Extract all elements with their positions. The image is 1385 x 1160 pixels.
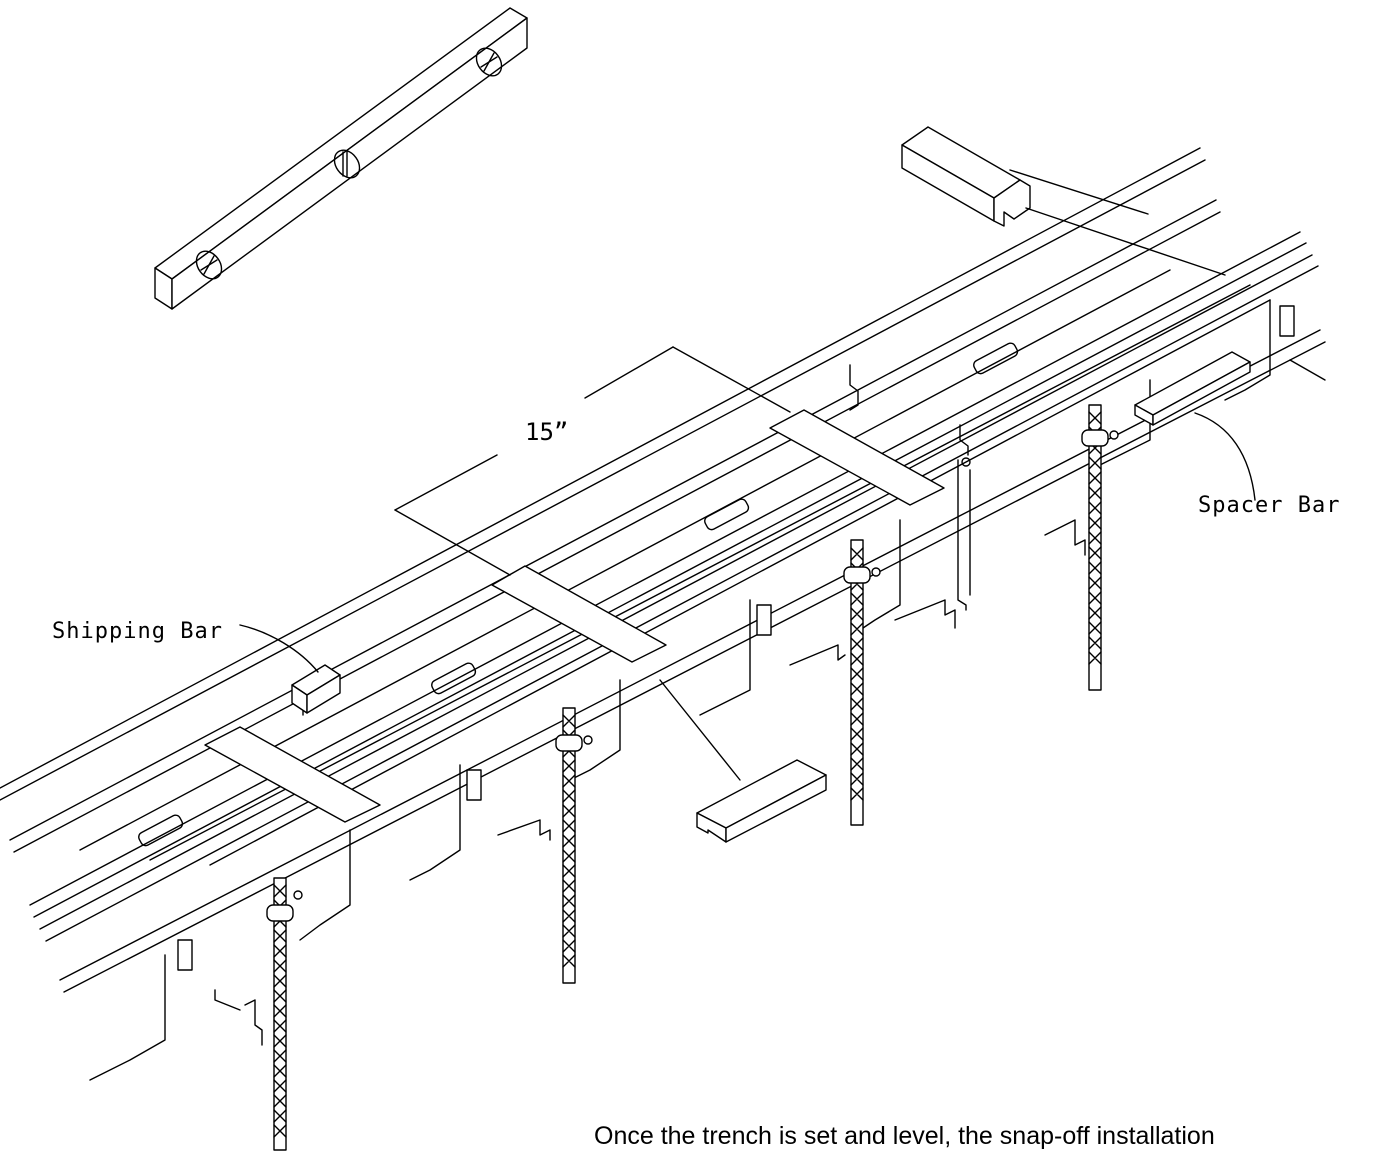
level-vial-3: [471, 43, 506, 80]
grate-slot: [430, 661, 477, 695]
dimension-label: 15”: [525, 418, 568, 446]
shipping-bar-block: [292, 665, 340, 713]
rebar-stake-2: [556, 708, 592, 983]
level-vial-2: [329, 145, 364, 182]
shipping-bar-3: [770, 410, 944, 505]
caption-text: Once the trench is set and level, the sn…: [594, 1122, 1215, 1150]
grate-slot: [703, 497, 750, 531]
level-vial-1: [191, 246, 226, 283]
bottom-spacer-leader: [660, 680, 740, 780]
loose-spacer-bar-bottom: [697, 760, 826, 842]
rebar-clamp: [267, 905, 293, 921]
rebar-clamp: [1082, 430, 1108, 446]
shipping-bar-1: [205, 727, 380, 822]
spacer-bar-installed: [1135, 352, 1250, 425]
rebar-clamp: [844, 567, 870, 583]
rebar-stake-3: [844, 540, 880, 825]
level-tool: [155, 8, 527, 309]
shipping-bar-leader: [240, 625, 318, 672]
grate-slot: [137, 813, 184, 847]
shipping-bar-2: [492, 566, 666, 662]
rebar-clamp: [556, 735, 582, 751]
loose-spacer-bar-top: [902, 127, 1225, 275]
rebar-stake-1: [267, 878, 302, 1150]
spacer-bar-label: Spacer Bar: [1198, 493, 1340, 518]
grate-slot: [972, 341, 1019, 375]
leader-lines: [240, 413, 1255, 780]
dimension-lines: [395, 347, 790, 575]
shipping-bar-label: Shipping Bar: [52, 619, 223, 644]
rebar-stake-4: [1082, 405, 1118, 690]
spacer-bar-leader: [1195, 413, 1255, 500]
